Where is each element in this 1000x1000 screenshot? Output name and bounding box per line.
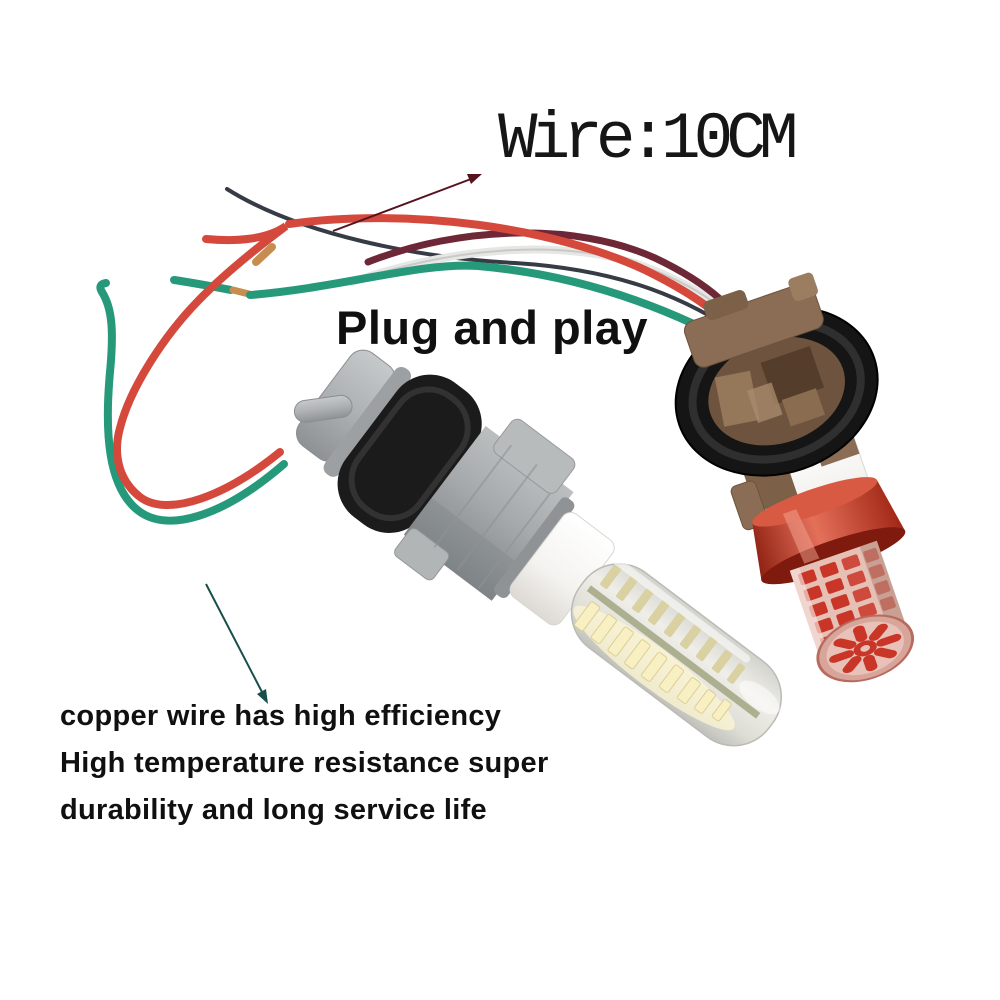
flange-step bbox=[788, 272, 818, 302]
heatsink-ring bbox=[752, 480, 906, 581]
right-assembly-brown-socket-red-bulb bbox=[674, 272, 915, 683]
feature-line-1: copper wire has high efficiency bbox=[60, 700, 502, 732]
bulb-right-shade bbox=[859, 540, 909, 638]
green-wire-left bbox=[96, 279, 288, 525]
socket-pin bbox=[293, 394, 353, 423]
heatsink-highlight bbox=[782, 509, 820, 564]
socket-ridges bbox=[433, 444, 551, 589]
flange-bump bbox=[703, 290, 749, 321]
gasket-sheen bbox=[348, 386, 471, 522]
led-strips-top-row bbox=[600, 564, 746, 684]
socket-side-tab bbox=[394, 528, 450, 581]
wire-length-arrow bbox=[332, 174, 482, 232]
led-strips-bottom-row bbox=[573, 601, 732, 722]
copper-feature-text: copper wire has high efficiency High tem… bbox=[60, 700, 549, 841]
green-wire bbox=[246, 261, 752, 356]
copper-wire-arrow bbox=[205, 583, 268, 704]
socket-collar bbox=[494, 497, 575, 599]
green-wire-splice bbox=[229, 286, 253, 298]
red-wire-left bbox=[113, 222, 289, 509]
bulb-left-highlight bbox=[789, 567, 831, 662]
capsule-tip-highlight bbox=[739, 680, 780, 715]
wire-length-label: Wire:10CM bbox=[498, 102, 798, 177]
bulb-pcb-line bbox=[586, 585, 761, 719]
plug-and-play-label: Plug and play bbox=[336, 301, 649, 354]
red-wire-splice bbox=[252, 243, 276, 266]
capsule-highlight bbox=[612, 557, 751, 663]
socket-interior-keys bbox=[714, 345, 825, 427]
socket-top-block bbox=[493, 418, 576, 494]
gasket-oring-left bbox=[337, 374, 482, 533]
wire-harness bbox=[96, 187, 761, 525]
feature-line-2: High temperature resistance super bbox=[60, 747, 549, 779]
green-wire-stub bbox=[170, 276, 235, 294]
socket-body-shade bbox=[403, 497, 520, 601]
left-assembly-gray-socket-white-bulb bbox=[296, 349, 783, 747]
feature-line-3: durability and long service life bbox=[60, 794, 487, 826]
red-led-end-face bbox=[816, 614, 915, 683]
socket-cap-step bbox=[323, 366, 412, 477]
